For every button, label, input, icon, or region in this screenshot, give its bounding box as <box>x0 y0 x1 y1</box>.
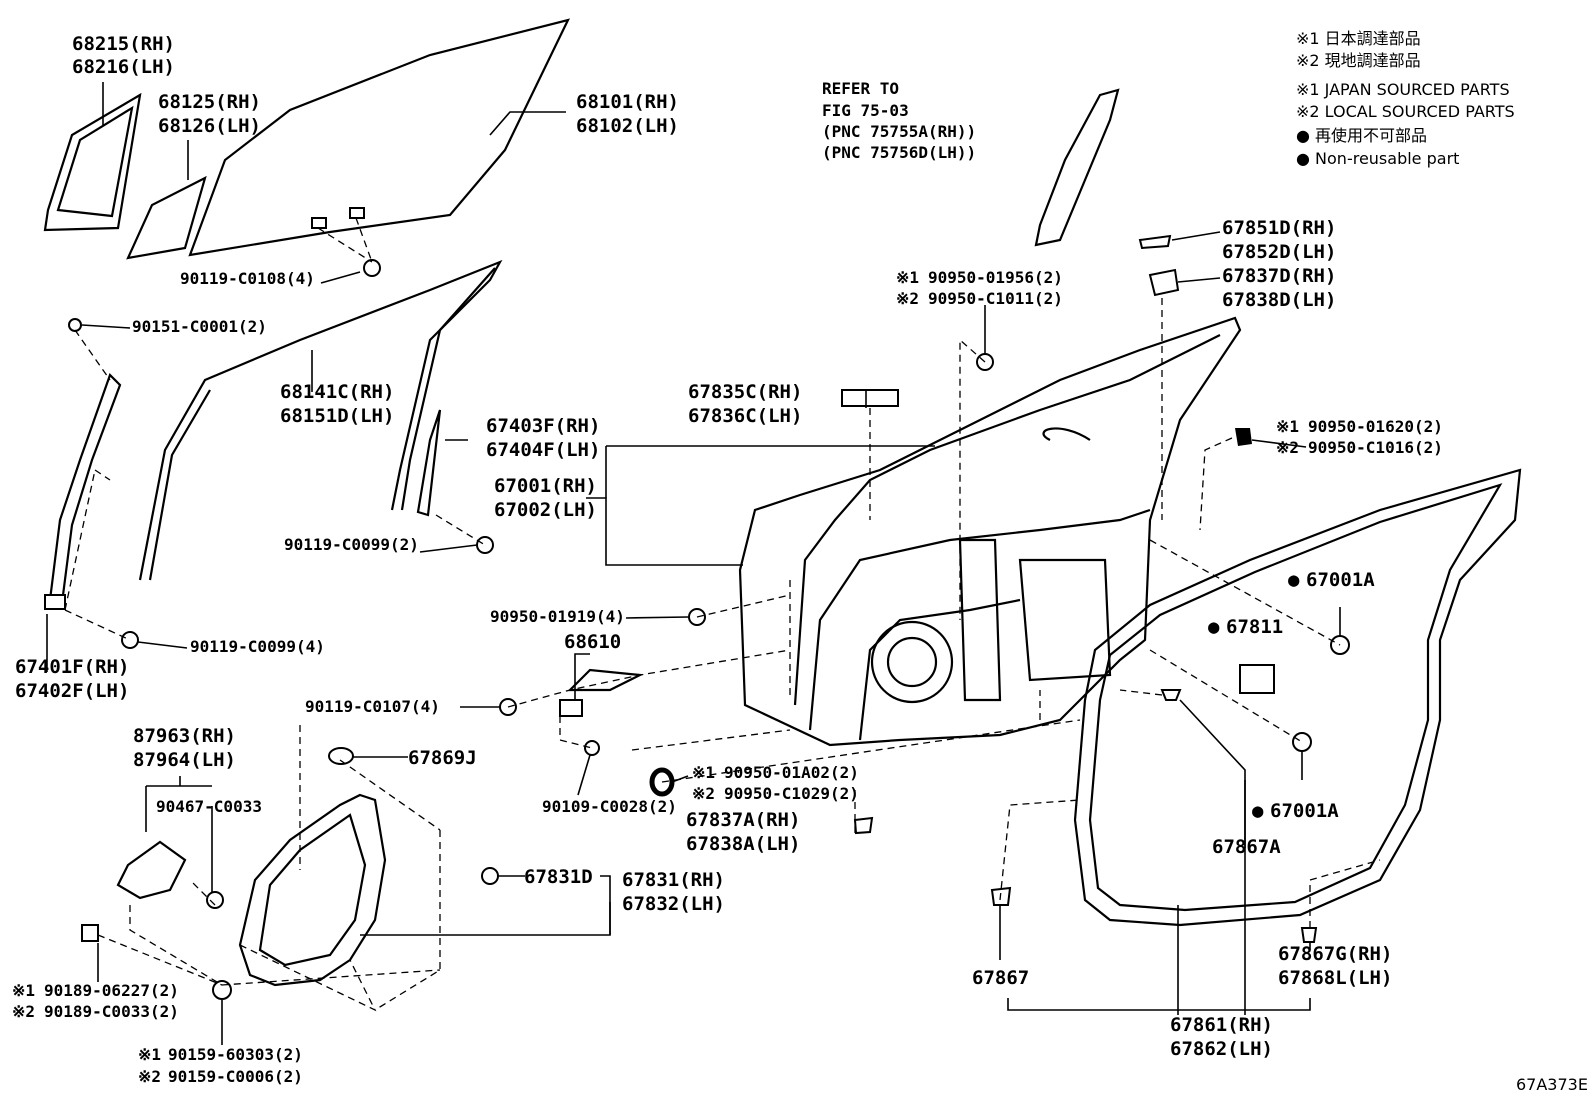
legend-local-jp: ※2 現地調達部品 <box>1296 51 1421 70</box>
label-90119-c0108: 90119-C0108(4) <box>180 269 315 288</box>
label-90109-c0028: 90109-C0028(2) <box>542 797 677 816</box>
label-67402f: 67402F(LH) <box>15 680 129 702</box>
label-87963: 87963(RH) <box>133 725 236 747</box>
label-67861: 67861(RH) <box>1170 1014 1273 1036</box>
label-67862: 67862(LH) <box>1170 1038 1273 1060</box>
label-68216: 68216(LH) <box>72 56 175 78</box>
mark-1-90950-01a02: ※1 <box>692 763 715 782</box>
label-68102: 68102(LH) <box>576 115 679 137</box>
mark-2-90950-c1016: ※2 <box>1276 438 1299 457</box>
legend-nonreusable-en: ● Non-reusable part <box>1296 149 1459 168</box>
assembly-lines <box>64 217 1381 1012</box>
label-67832: 67832(LH) <box>622 893 725 915</box>
part-drawings <box>43 18 1522 1000</box>
figure-code: 67A373E <box>1516 1075 1588 1094</box>
label-90189-06227: 90189-06227(2) <box>44 981 179 1000</box>
legend-local-en: ※2 LOCAL SOURCED PARTS <box>1296 102 1515 121</box>
refer-line-4: (PNC 75756D(LH)) <box>822 143 976 162</box>
label-67835c: 67835C(RH) <box>688 381 802 403</box>
nonreusable-dot-67001a: ● <box>1288 569 1300 591</box>
part-labels: 68215(RH) 68216(LH) 68125(RH) 68126(LH) … <box>12 33 1588 1094</box>
mark-2-90950-c1011: ※2 <box>896 289 919 308</box>
label-90159-c0006: 90159-C0006(2) <box>168 1067 303 1086</box>
label-67837a: 67837A(RH) <box>686 809 800 831</box>
label-68126: 68126(LH) <box>158 115 261 137</box>
mark-2-90159-c0006: ※2 <box>138 1067 161 1086</box>
mark-2-90189-c0033: ※2 <box>12 1002 35 1021</box>
label-67867a: 67867A <box>1212 836 1281 858</box>
label-67404f: 67404F(LH) <box>486 439 600 461</box>
refer-line-1: REFER TO <box>822 79 899 98</box>
label-67837d: 67837D(RH) <box>1222 265 1336 287</box>
label-67868l: 67868L(LH) <box>1278 967 1392 989</box>
label-90119-c0107: 90119-C0107(4) <box>305 697 440 716</box>
mark-1-90950-01620: ※1 <box>1276 417 1299 436</box>
label-67831d: 67831D <box>524 866 593 888</box>
label-90950-c1011: 90950-C1011(2) <box>928 289 1063 308</box>
label-90950-c1029: 90950-C1029(2) <box>724 784 859 803</box>
label-90950-01a02: 90950-01A02(2) <box>724 763 859 782</box>
leader-lines <box>46 82 1341 1045</box>
legend-japan-jp: ※1 日本調達部品 <box>1296 29 1421 48</box>
label-67869j: 67869J <box>408 747 477 769</box>
label-67836c: 67836C(LH) <box>688 405 802 427</box>
label-67001: 67001(RH) <box>494 475 597 497</box>
label-67401f: 67401F(RH) <box>15 656 129 678</box>
label-90950-01919: 90950-01919(4) <box>490 607 625 626</box>
legend-japan-en: ※1 JAPAN SOURCED PARTS <box>1296 80 1510 99</box>
label-67867g: 67867G(RH) <box>1278 943 1392 965</box>
refer-line-2: FIG 75-03 <box>822 101 909 120</box>
label-67838d: 67838D(LH) <box>1222 289 1336 311</box>
label-90151-c0001: 90151-C0001(2) <box>132 317 267 336</box>
legend-nonreusable-jp: ● 再使用不可部品 <box>1296 126 1427 145</box>
label-90189-c0033: 90189-C0033(2) <box>44 1002 179 1021</box>
mark-1-90189-06227: ※1 <box>12 981 35 1000</box>
label-90119-c0099-2: 90119-C0099(2) <box>284 535 419 554</box>
label-67002: 67002(LH) <box>494 499 597 521</box>
label-68101: 68101(RH) <box>576 91 679 113</box>
label-68125: 68125(RH) <box>158 91 261 113</box>
label-90950-01620: 90950-01620(2) <box>1308 417 1443 436</box>
label-68610: 68610 <box>564 631 621 653</box>
mark-1-90159-60303: ※1 <box>138 1045 161 1064</box>
label-67001a-lower: 67001A <box>1270 800 1339 822</box>
mark-2-90950-c1029: ※2 <box>692 784 715 803</box>
label-67403f: 67403F(RH) <box>486 415 600 437</box>
nonreusable-dot-67811: ● <box>1208 616 1220 638</box>
label-68141c: 68141C(RH) <box>280 381 394 403</box>
mark-1-90950-01956: ※1 <box>896 268 919 287</box>
label-90950-01956: 90950-01956(2) <box>928 268 1063 287</box>
label-68151d: 68151D(LH) <box>280 405 394 427</box>
label-68215: 68215(RH) <box>72 33 175 55</box>
refer-line-3: (PNC 75755A(RH)) <box>822 122 976 141</box>
label-67838a: 67838A(LH) <box>686 833 800 855</box>
label-67001a-upper: 67001A <box>1306 569 1375 591</box>
label-67867: 67867 <box>972 967 1029 989</box>
legend: ※1 日本調達部品 ※2 現地調達部品 ※1 JAPAN SOURCED PAR… <box>1296 29 1515 168</box>
label-90950-c1016: 90950-C1016(2) <box>1308 438 1443 457</box>
label-67831: 67831(RH) <box>622 869 725 891</box>
refer-note: REFER TO FIG 75-03 (PNC 75755A(RH)) (PNC… <box>822 79 976 162</box>
label-67852d: 67852D(LH) <box>1222 241 1336 263</box>
label-90467-c0033: 90467-C0033 <box>156 797 262 816</box>
label-67811: 67811 <box>1226 616 1283 638</box>
label-67851d: 67851D(RH) <box>1222 217 1336 239</box>
label-90159-60303: 90159-60303(2) <box>168 1045 303 1064</box>
nonreusable-dot-67001a-lower: ● <box>1252 800 1264 822</box>
label-87964: 87964(LH) <box>133 749 236 771</box>
label-90119-c0099-4: 90119-C0099(4) <box>190 637 325 656</box>
